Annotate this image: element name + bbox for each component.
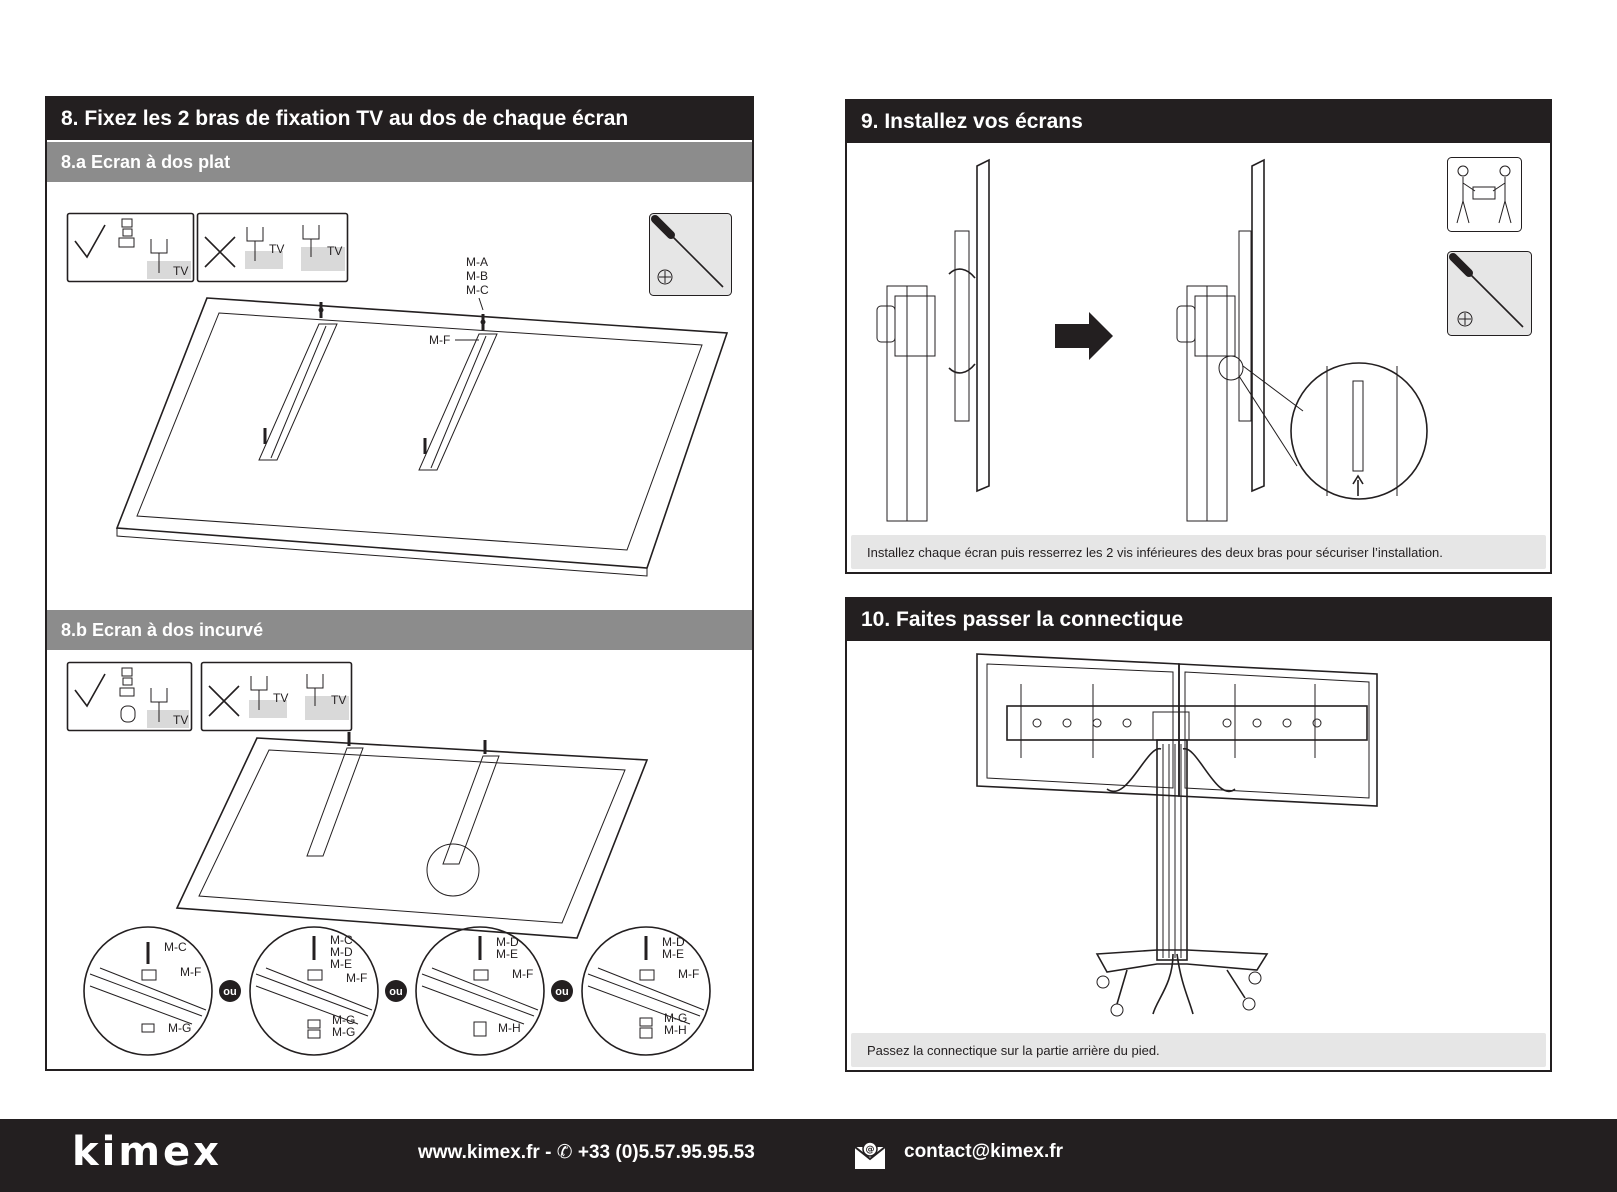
step8b-subtitle: 8.b Ecran à dos incurvé — [47, 610, 752, 650]
step8-panel: 8. Fixez les 2 bras de fixation TV au do… — [45, 96, 754, 1071]
svg-text:M-E: M-E — [496, 947, 518, 961]
svg-text:TV: TV — [327, 244, 342, 258]
svg-text:TV: TV — [173, 713, 188, 727]
svg-text:TV: TV — [331, 693, 346, 707]
svg-text:TV: TV — [273, 691, 288, 705]
svg-text:M-C: M-C — [164, 940, 187, 954]
8a-incorrect-mounting-box: TV TV — [196, 212, 349, 283]
step10-title: 10. Faites passer la connectique — [847, 599, 1550, 641]
svg-text:ou: ou — [223, 986, 236, 998]
svg-text:TV: TV — [173, 264, 188, 278]
step9-panel: 9. Installez vos écrans — [845, 99, 1552, 574]
8b-curved-screen-diagram — [175, 732, 649, 939]
svg-text:M-E: M-E — [662, 947, 684, 961]
detail-circle-3: M-D M-E M-F M-H — [415, 926, 545, 1056]
screwdriver-icon — [1447, 251, 1532, 336]
svg-text:M-G: M-G — [332, 1013, 355, 1027]
step10-panel: 10. Faites passer la connectique Pa — [845, 597, 1552, 1072]
svg-text:M-D: M-D — [496, 935, 519, 949]
arrow-right-icon — [1055, 312, 1113, 360]
step9-title: 9. Installez vos écrans — [847, 101, 1550, 143]
svg-text:TV: TV — [269, 242, 284, 256]
step9-install-diagram — [876, 158, 1428, 522]
checkmark-icon — [74, 673, 106, 708]
8b-correct-mounting-box: TV — [66, 661, 193, 732]
svg-text:M-G: M-G — [168, 1021, 191, 1035]
step8-title: 8. Fixez les 2 bras de fixation TV au do… — [47, 98, 752, 140]
cross-icon — [208, 685, 240, 717]
8b-incorrect-mounting-box: TV TV — [200, 661, 353, 732]
svg-text:ou: ou — [555, 986, 568, 998]
step9-caption: Installez chaque écran puis resserrez le… — [851, 535, 1546, 569]
svg-text:M-F: M-F — [512, 967, 533, 981]
8a-flat-screen-diagram: M-A M-B M-C M-F — [115, 255, 729, 577]
svg-text:M-A: M-A — [466, 255, 488, 269]
ou-badge-1: ou — [219, 980, 241, 1002]
step10-caption: Passez la connectique sur la partie arri… — [851, 1033, 1546, 1067]
svg-text:@: @ — [866, 1145, 875, 1155]
svg-text:M-F: M-F — [678, 967, 699, 981]
email-envelope-icon: @ — [854, 1141, 886, 1169]
detail-circle-4: M-D M-E M-F M-G M-H — [581, 926, 711, 1056]
screwdriver-icon — [649, 213, 732, 296]
ou-badge-2: ou — [385, 980, 407, 1002]
svg-text:M-F: M-F — [180, 965, 201, 979]
svg-text:M-C: M-C — [330, 933, 353, 947]
website-phone-text: www.kimex.fr - ✆ +33 (0)5.57.95.95.53 — [418, 1142, 755, 1163]
checkmark-icon — [74, 224, 106, 259]
svg-text:ou: ou — [389, 986, 402, 998]
cross-icon — [204, 236, 236, 268]
svg-text:M-D: M-D — [330, 945, 353, 959]
svg-text:M-H: M-H — [664, 1023, 687, 1037]
two-person-lift-icon — [1447, 157, 1522, 232]
svg-text:M-B: M-B — [466, 269, 488, 283]
footer-bar: kimex www.kimex.fr - ✆ +33 (0)5.57.95.95… — [0, 1119, 1617, 1192]
ou-badge-3: ou — [551, 980, 573, 1002]
detail-circle-2: M-C M-D M-E M-F M-G M-G — [249, 926, 379, 1056]
svg-text:M-G: M-G — [332, 1025, 355, 1039]
svg-text:M-F: M-F — [346, 971, 367, 985]
step8a-subtitle: 8.a Ecran à dos plat — [47, 142, 752, 182]
8b-detail-circles: M-C M-F M-G ou M-C M-D M-E M-F M-G M-G o… — [83, 926, 711, 1056]
email-text: contact@kimex.fr — [904, 1141, 1063, 1162]
svg-text:M-G: M-G — [664, 1011, 687, 1025]
svg-text:M-H: M-H — [498, 1021, 521, 1035]
svg-text:M-C: M-C — [466, 283, 489, 297]
svg-text:M-F: M-F — [429, 333, 450, 347]
detail-circle-1: M-C M-F M-G — [83, 926, 213, 1056]
8a-correct-mounting-box: TV — [66, 212, 195, 283]
step10-cable-diagram — [976, 653, 1378, 1017]
svg-text:M-E: M-E — [330, 957, 352, 971]
kimex-logo: kimex — [72, 1129, 222, 1175]
svg-text:M-D: M-D — [662, 935, 685, 949]
